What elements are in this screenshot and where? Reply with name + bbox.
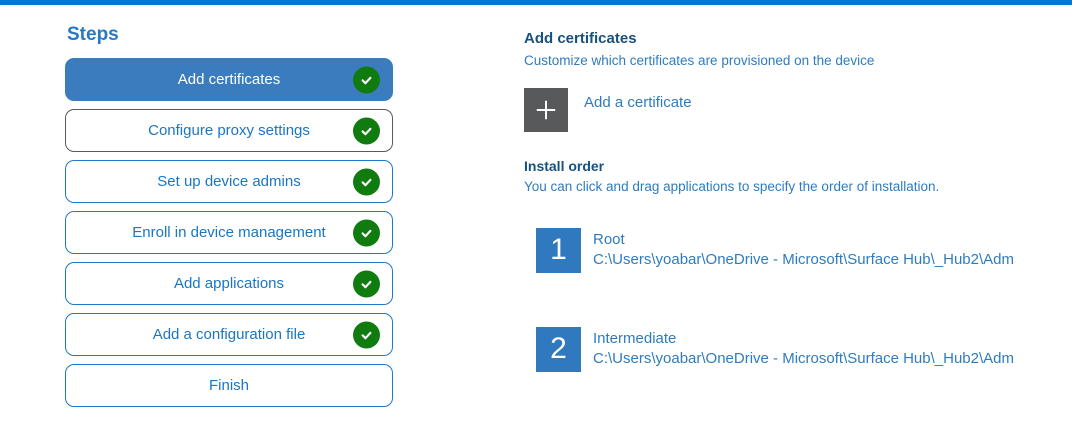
install-item-intermediate[interactable]: 2 Intermediate C:\Users\yoabar\OneDrive … bbox=[536, 327, 1014, 372]
add-certificate-button[interactable]: Add a certificate bbox=[524, 88, 692, 132]
step-label: Finish bbox=[208, 377, 249, 394]
step-label: Add applications bbox=[173, 275, 285, 292]
add-certificate-label: Add a certificate bbox=[584, 94, 692, 111]
install-order-title: Install order bbox=[524, 158, 605, 174]
install-item-text: Root C:\Users\yoabar\OneDrive - Microsof… bbox=[593, 228, 1014, 269]
certificate-name: Root bbox=[593, 231, 625, 248]
page-title: Add certificates bbox=[524, 30, 637, 47]
step-label: Add a configuration file bbox=[152, 326, 306, 343]
install-order-hint: You can click and drag applications to s… bbox=[524, 179, 940, 194]
step-completed-check-icon bbox=[353, 117, 380, 144]
certificate-name: Intermediate bbox=[593, 330, 677, 347]
step-completed-check-icon bbox=[353, 219, 380, 246]
page-subtitle: Customize which certificates are provisi… bbox=[524, 53, 875, 68]
step-label: Configure proxy settings bbox=[148, 122, 310, 139]
certificate-path: C:\Users\yoabar\OneDrive - Microsoft\Sur… bbox=[593, 350, 1014, 367]
install-item-root[interactable]: 1 Root C:\Users\yoabar\OneDrive - Micros… bbox=[536, 228, 1014, 273]
step-completed-check-icon bbox=[353, 66, 380, 93]
steps-panel: Steps Add certificates Configure proxy s… bbox=[65, 24, 393, 415]
step-add-applications[interactable]: Add applications bbox=[65, 262, 393, 305]
step-configure-proxy-settings[interactable]: Configure proxy settings bbox=[65, 109, 393, 152]
top-accent-bar bbox=[0, 0, 1072, 5]
install-item-text: Intermediate C:\Users\yoabar\OneDrive - … bbox=[593, 327, 1014, 368]
step-label: Set up device admins bbox=[157, 173, 301, 190]
step-completed-check-icon bbox=[353, 270, 380, 297]
step-label: Add certificates bbox=[177, 71, 281, 88]
step-completed-check-icon bbox=[353, 321, 380, 348]
certificate-path: C:\Users\yoabar\OneDrive - Microsoft\Sur… bbox=[593, 251, 1014, 268]
step-enroll-in-device-management[interactable]: Enroll in device management bbox=[65, 211, 393, 254]
step-add-a-configuration-file[interactable]: Add a configuration file bbox=[65, 313, 393, 356]
step-finish[interactable]: Finish bbox=[65, 364, 393, 407]
step-label: Enroll in device management bbox=[132, 224, 326, 241]
step-completed-check-icon bbox=[353, 168, 380, 195]
order-number-tile: 2 bbox=[536, 327, 581, 372]
plus-icon[interactable] bbox=[524, 88, 568, 132]
content-panel: Add certificates Customize which certifi… bbox=[524, 30, 1072, 435]
step-set-up-device-admins[interactable]: Set up device admins bbox=[65, 160, 393, 203]
steps-panel-title: Steps bbox=[67, 24, 119, 45]
order-number-tile: 1 bbox=[536, 228, 581, 273]
step-add-certificates[interactable]: Add certificates bbox=[65, 58, 393, 101]
